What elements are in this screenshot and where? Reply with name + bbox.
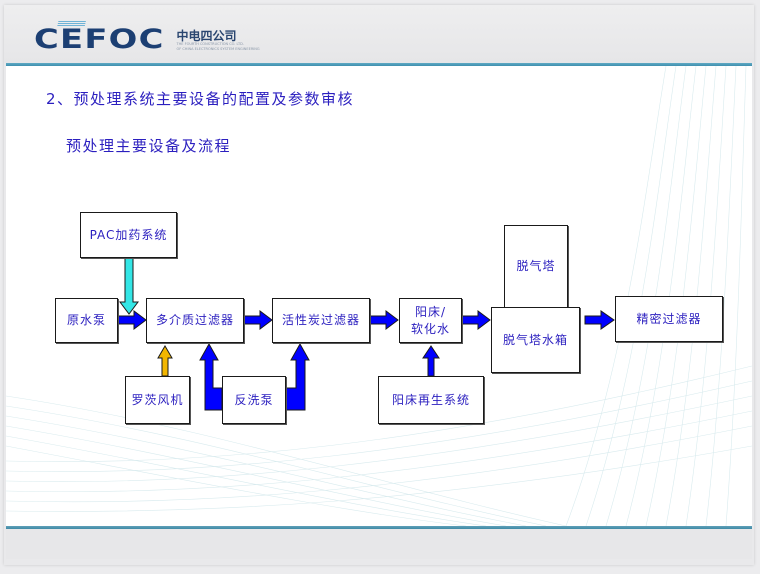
node-roots-blower: 罗茨风机 [125, 376, 190, 424]
slide-header [4, 5, 754, 63]
node-cation-bed: 阳床/ 软化水 [399, 298, 462, 343]
slide-subtitle: 预处理主要设备及流程 [66, 137, 232, 155]
slide-title: 2、预处理系统主要设备的配置及参数审核 [46, 90, 355, 108]
node-precision-filter: 精密过滤器 [615, 296, 723, 342]
logo-mark-text: CEFOC [34, 24, 165, 55]
arrow-multimedia-to-carbon [243, 310, 273, 330]
arrow-regen-to-cation [422, 345, 440, 377]
arrow-blower-to-multimedia [157, 345, 173, 377]
node-multimedia-filter: 多介质过滤器 [146, 298, 244, 343]
logo-text: 中电四公司 THE FOURTH CONSTRUCTION CO. LTD. O… [176, 30, 259, 52]
node-backwash-pump: 反洗泵 [222, 376, 286, 424]
logo-en-line2: OF CHINA ELECTRONICS SYSTEM ENGINEERING [176, 47, 260, 51]
node-degasser-tank: 脱气塔水箱 [491, 307, 580, 373]
node-label: 多介质过滤器 [155, 313, 234, 327]
arrow-carbon-to-cation [369, 310, 399, 330]
node-pac-dosing: PAC加药系统 [80, 212, 177, 258]
node-cation-regeneration: 阳床再生系统 [378, 376, 484, 424]
arrow-pac-to-multimedia [119, 257, 139, 315]
arrow-raw-to-multimedia [117, 310, 147, 330]
footer-divider [6, 526, 752, 529]
node-label: 脱气塔水箱 [502, 332, 568, 347]
node-label-line2: 软化水 [410, 321, 450, 336]
company-logo: CEFOC 中电四公司 THE FOURTH CONSTRUCTION CO. … [34, 21, 260, 53]
logo-cn: 中电四公司 [176, 29, 237, 43]
arrow-tank-to-precision [584, 310, 615, 330]
logo-en-line1: THE FOURTH CONSTRUCTION CO. LTD. [176, 42, 244, 46]
node-label: 罗茨风机 [131, 392, 184, 407]
node-raw-water-pump: 原水泵 [55, 298, 118, 343]
arrow-cation-to-tank [461, 310, 491, 330]
node-degasser: 脱气塔 [504, 225, 568, 308]
logo-mark: CEFOC [34, 21, 165, 53]
node-label: 脱气塔 [516, 259, 556, 273]
node-label: 原水泵 [66, 313, 106, 327]
node-label: PAC加药系统 [89, 227, 168, 242]
node-label: 活性炭过滤器 [281, 313, 360, 327]
node-carbon-filter: 活性炭过滤器 [272, 298, 370, 343]
node-label-line1: 阳床/ [414, 304, 447, 319]
node-label: 反洗泵 [234, 392, 274, 407]
background-waves [6, 66, 752, 526]
header-divider [6, 63, 752, 66]
node-label: 精密过滤器 [636, 311, 702, 326]
node-label: 阳床再生系统 [391, 392, 470, 407]
arrow-backwash-to-multimedia [199, 342, 223, 411]
slide-footer [6, 529, 752, 559]
